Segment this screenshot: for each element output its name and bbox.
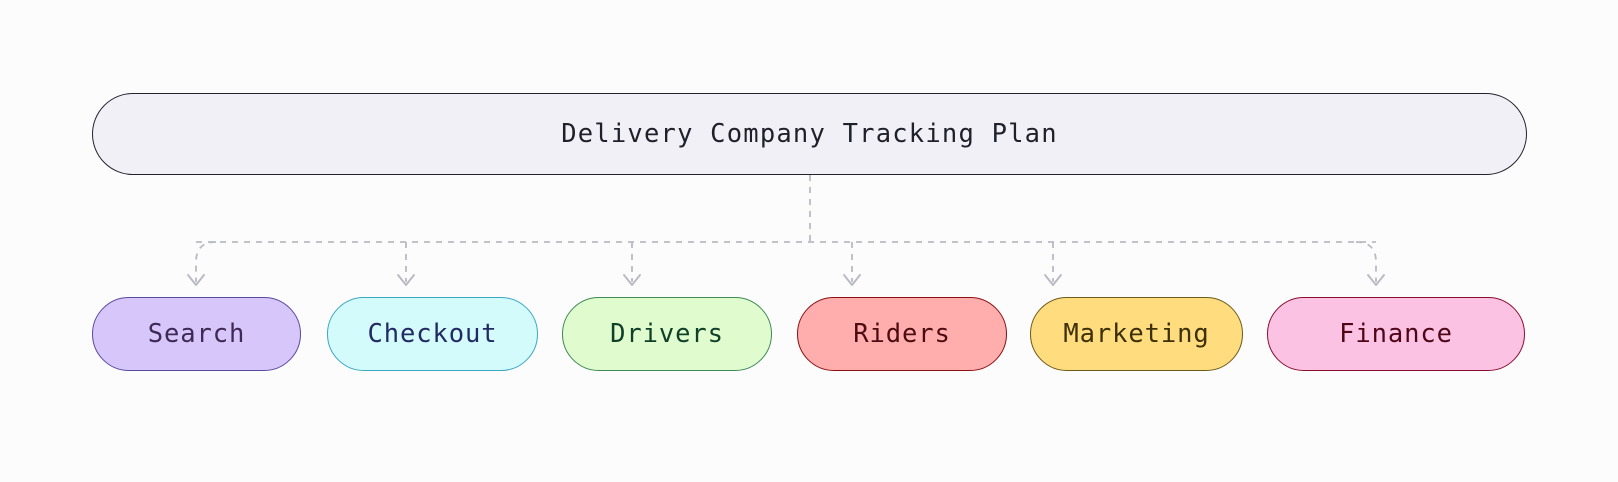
arrowhead-icon — [187, 274, 205, 286]
connector-branch-finance — [1355, 241, 1385, 286]
node-finance[interactable]: Finance — [1267, 297, 1525, 371]
connector-branch-search — [187, 241, 217, 286]
node-search[interactable]: Search — [92, 297, 301, 371]
connector-branch-riders — [843, 242, 861, 286]
node-riders[interactable]: Riders — [797, 297, 1007, 371]
node-checkout-label: Checkout — [367, 319, 498, 349]
connector-branch-drivers — [623, 242, 641, 286]
node-marketing[interactable]: Marketing — [1030, 297, 1243, 371]
node-marketing-label: Marketing — [1063, 319, 1210, 349]
arrowhead-icon — [397, 274, 415, 286]
connector-branch-checkout — [397, 242, 415, 286]
root-node[interactable]: Delivery Company Tracking Plan — [92, 93, 1527, 175]
connector-branch-marketing — [1044, 242, 1062, 286]
node-drivers-label: Drivers — [610, 319, 724, 349]
arrowhead-icon — [843, 274, 861, 286]
node-riders-label: Riders — [853, 319, 951, 349]
node-search-label: Search — [147, 319, 246, 349]
root-node-label: Delivery Company Tracking Plan — [561, 119, 1058, 149]
node-checkout[interactable]: Checkout — [327, 297, 538, 371]
node-drivers[interactable]: Drivers — [562, 297, 772, 371]
arrowhead-icon — [1367, 274, 1385, 286]
node-finance-label: Finance — [1339, 319, 1453, 349]
arrowhead-icon — [1044, 274, 1062, 286]
arrowhead-icon — [623, 274, 641, 286]
